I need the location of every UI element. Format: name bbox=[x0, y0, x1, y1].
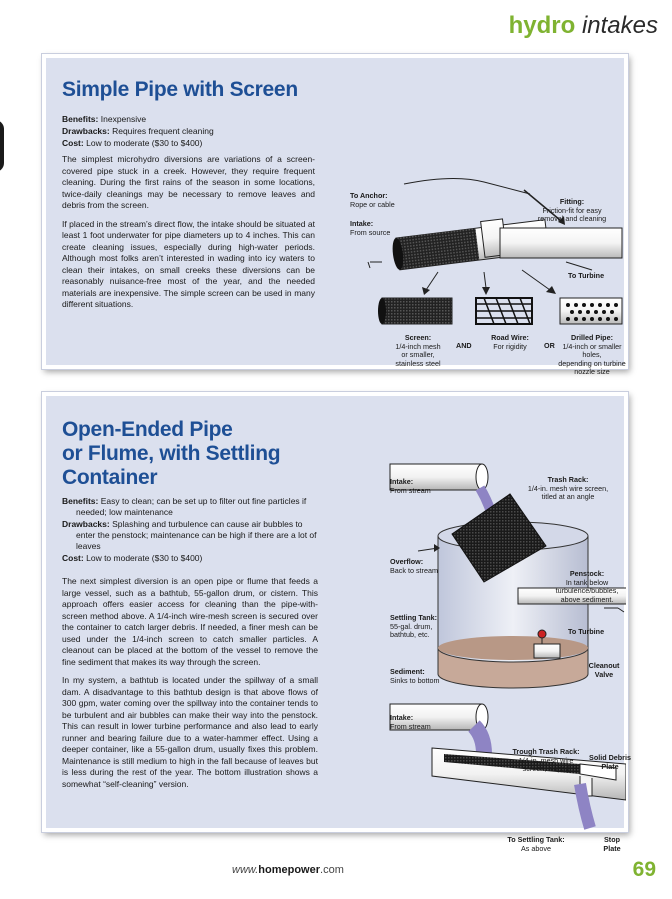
simple-pipe-diagram: To Anchor:Rope or cable Intake:From sour… bbox=[334, 112, 626, 376]
panel1-title: Simple Pipe with Screen bbox=[62, 78, 298, 101]
cost-label: Cost: bbox=[62, 138, 84, 148]
panel1-body: The simplest microhydro diversions are v… bbox=[62, 154, 315, 318]
panel2-body: The next simplest diversion is an open p… bbox=[62, 576, 318, 797]
label-intake: Intake:From source bbox=[350, 219, 391, 237]
label-to-turbine: To Turbine bbox=[568, 271, 605, 280]
panel2-paragraph: The next simplest diversion is an open p… bbox=[62, 576, 318, 667]
cost-text: Low to moderate ($30 to $400) bbox=[86, 138, 203, 148]
cost-text: Low to moderate ($30 to $400) bbox=[86, 553, 203, 563]
drawbacks-text: Splashing and turbulence can cause air b… bbox=[76, 519, 317, 551]
header-intakes: intakes bbox=[581, 12, 658, 39]
label-intake-bottom: Intake:From stream bbox=[390, 713, 431, 731]
settling-tank-illustration bbox=[389, 463, 637, 830]
simple-pipe-illustration bbox=[367, 177, 623, 325]
panel2-title: Open-Ended Pipe or Flume, with Settling … bbox=[62, 418, 281, 489]
drawbacks-label: Drawbacks: bbox=[62, 519, 110, 529]
section-header: hydro intakes bbox=[509, 12, 658, 40]
label-to-turbine-2: To Turbine bbox=[568, 627, 605, 636]
benefits-text: Easy to clean; can be set up to filter o… bbox=[76, 496, 307, 517]
label-anchor: To Anchor:Rope or cable bbox=[350, 191, 395, 209]
label-trash-rack: Trash Rack:1/4-in. mesh wire screen,titl… bbox=[527, 475, 609, 501]
header-hydro: hydro bbox=[508, 12, 576, 39]
settling-container-diagram: Intake:From stream Trash Rack:1/4-in. me… bbox=[334, 436, 637, 852]
label-or: OR bbox=[544, 341, 555, 350]
panel1-paragraph: The simplest microhydro diversions are v… bbox=[62, 154, 315, 210]
label-sediment: Sediment:Sinks to bottom bbox=[390, 667, 440, 685]
label-road-wire: Road Wire:For rigidity bbox=[491, 333, 529, 351]
drawbacks-label: Drawbacks: bbox=[62, 126, 110, 136]
label-drilled-pipe: Drilled Pipe:1/4-inch or smaller holes,d… bbox=[558, 333, 626, 376]
cost-label: Cost: bbox=[62, 553, 84, 563]
benefits-label: Benefits: bbox=[62, 114, 99, 124]
label-and: AND bbox=[456, 341, 472, 350]
panel1-paragraph: If placed in the stream’s direct flow, t… bbox=[62, 218, 315, 310]
page-edge-tab bbox=[0, 120, 4, 172]
drawbacks-text: Requires frequent cleaning bbox=[112, 126, 214, 136]
benefits-label: Benefits: bbox=[62, 496, 99, 506]
simple-pipe-panel: Simple Pipe with Screen Benefits: Inexpe… bbox=[42, 54, 628, 376]
open-ended-pipe-panel: Open-Ended Pipe or Flume, with Settling … bbox=[42, 392, 637, 852]
label-to-settling-tank: To Settling Tank:As above bbox=[507, 835, 565, 853]
page-number: 69 bbox=[632, 858, 656, 881]
label-settling-tank: Settling Tank:55-gal. drum,bathtub, etc. bbox=[390, 613, 437, 639]
panel2-meta: Benefits: Easy to clean; can be set up t… bbox=[62, 496, 318, 565]
panel1-meta: Benefits: Inexpensive Drawbacks: Require… bbox=[62, 114, 322, 150]
benefits-text: Inexpensive bbox=[100, 114, 147, 124]
panel2-paragraph: In my system, a bathtub is located under… bbox=[62, 675, 318, 789]
label-overflow: Overflow:Back to stream bbox=[390, 557, 438, 575]
footer-url[interactable]: www.homepower.com bbox=[232, 864, 344, 876]
label-intake-top: Intake:From stream bbox=[390, 477, 431, 495]
